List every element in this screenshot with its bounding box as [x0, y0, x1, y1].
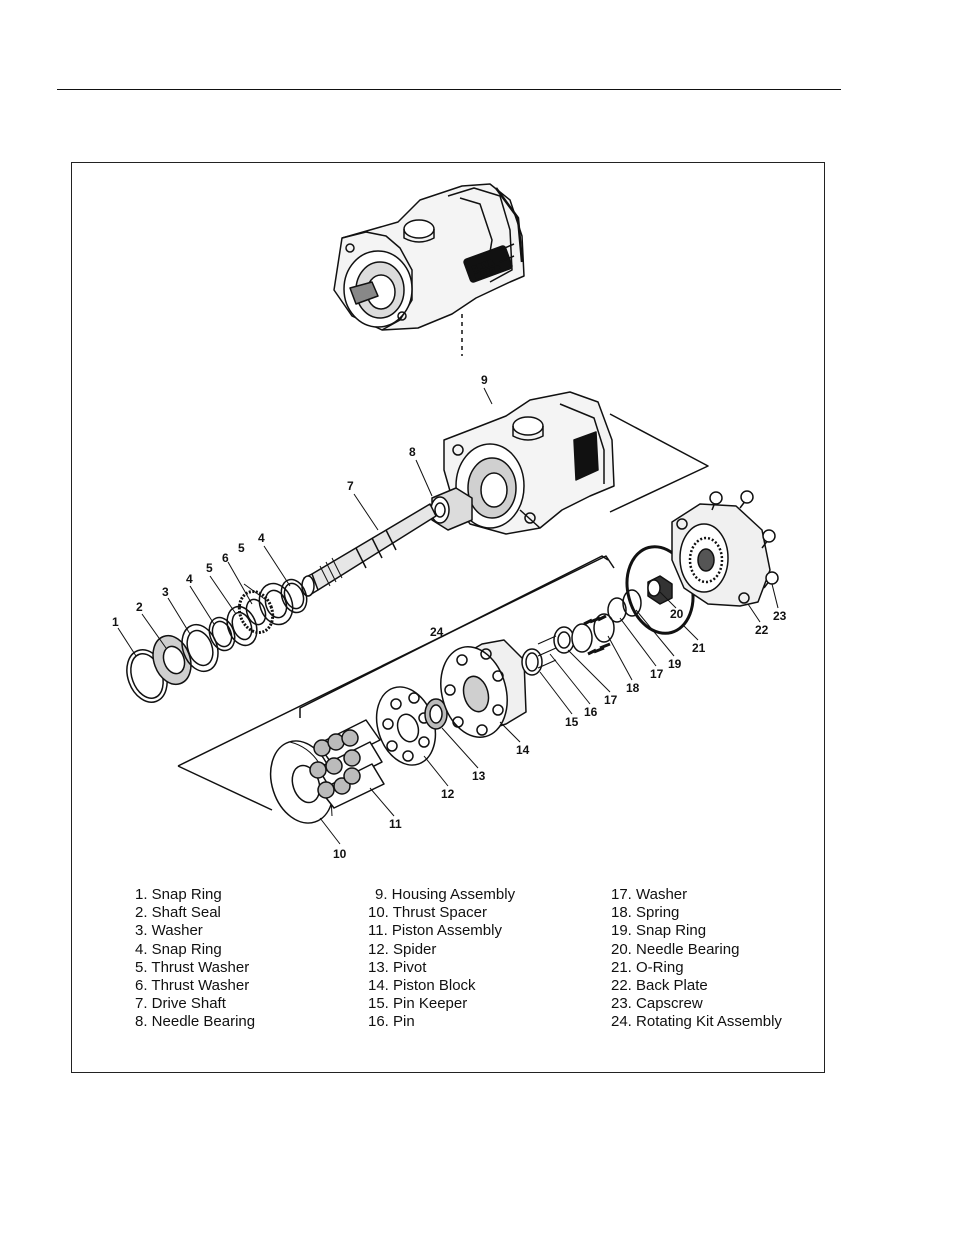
callout-13: 13	[472, 769, 486, 783]
piston-block-14	[440, 639, 527, 738]
legend-item: 10. Thrust Spacer	[368, 904, 487, 922]
rotating-kit-bracket	[177, 413, 709, 811]
callout-18: 18	[626, 681, 640, 695]
legend-item: 24. Rotating Kit Assembly	[611, 1013, 782, 1031]
exploded-view-drawing: DRIVE MOTOR	[112, 183, 787, 861]
needle-bearing-8	[430, 487, 473, 531]
needle-bearing-20	[647, 575, 673, 605]
legend-item: 16. Pin	[368, 1013, 415, 1031]
legend-column-3: 17. Washer 18. Spring 19. Snap Ring 20. …	[611, 886, 782, 1032]
pin-16	[537, 635, 557, 669]
callout-9: 9	[481, 373, 488, 387]
legend-item: 14. Piston Block	[368, 977, 476, 995]
callout-10: 10	[333, 847, 347, 861]
callout-11: 11	[389, 817, 402, 831]
leader-lines	[117, 387, 779, 845]
callout-17a: 17	[604, 693, 618, 707]
legend-item: 13. Pivot	[368, 958, 427, 976]
callout-6: 6	[222, 551, 229, 565]
callout-20: 20	[670, 607, 684, 621]
callout-4b: 4	[186, 572, 193, 586]
legend-item: 5. Thrust Washer	[135, 958, 250, 976]
legend-item: 21. O-Ring	[611, 958, 684, 976]
legend-item: 8. Needle Bearing	[135, 1013, 256, 1031]
rotating-kit-brace	[299, 555, 609, 718]
legend-item: 1. Snap Ring	[135, 886, 222, 903]
callout-4a: 4	[258, 531, 265, 545]
callout-19: 19	[668, 657, 682, 671]
legend-item: 6. Thrust Washer	[135, 977, 250, 995]
legend-item: 17. Washer	[611, 886, 688, 903]
washer-17	[553, 626, 575, 654]
legend-item: 3. Washer	[135, 922, 203, 940]
callout-8: 8	[409, 445, 416, 459]
callout-23: 23	[773, 609, 787, 623]
callout-14: 14	[516, 743, 530, 757]
callout-5b: 5	[206, 561, 213, 575]
legend-item: 4. Snap Ring	[135, 940, 222, 958]
washer-17b	[607, 597, 627, 623]
callout-24: 24	[430, 625, 444, 639]
pivot-13	[424, 698, 448, 730]
piston-assembly-11	[309, 719, 385, 809]
figure-frame	[71, 162, 825, 1073]
callout-7: 7	[347, 479, 354, 493]
callout-21: 21	[692, 641, 706, 655]
legend-item: 18. Spring	[611, 904, 680, 922]
legend-item: 20. Needle Bearing	[611, 940, 740, 958]
header-rule	[57, 89, 841, 90]
callout-2: 2	[136, 600, 143, 614]
legend-item: 22. Back Plate	[611, 977, 708, 995]
callout-5a: 5	[238, 541, 245, 555]
legend-item: 9. Housing Assembly	[375, 886, 516, 903]
snap-ring-19	[622, 589, 642, 617]
housing-assembly	[443, 391, 615, 535]
callout-22: 22	[755, 623, 769, 637]
callout-1: 1	[112, 615, 119, 629]
legend-column-2: 9. Housing Assembly 10. Thrust Spacer 11…	[368, 886, 515, 1032]
back-plate-22	[671, 503, 771, 607]
spring-18	[571, 613, 615, 656]
legend-item: 19. Snap Ring	[611, 922, 707, 940]
legend-item: 7. Drive Shaft	[135, 995, 226, 1013]
drive-shaft-7	[301, 503, 437, 597]
legend-column-1: 1. Snap Ring 2. Shaft Seal 3. Washer 4. …	[135, 886, 255, 1032]
assembled-motor	[333, 183, 525, 331]
callout-17b: 17	[650, 667, 664, 681]
callout-12: 12	[441, 787, 455, 801]
legend-item: 12. Spider	[368, 940, 437, 958]
legend-item: 15. Pin Keeper	[368, 995, 468, 1013]
callout-16: 16	[584, 705, 598, 719]
pin-keeper-15	[521, 648, 543, 676]
shaft-rings	[126, 578, 308, 703]
capscrews-23	[709, 490, 779, 589]
legend-item: 2. Shaft Seal	[135, 904, 221, 922]
legend-item: 23. Capscrew	[611, 995, 703, 1013]
callout-3: 3	[162, 585, 169, 599]
legend-item: 11. Piston Assembly	[368, 922, 502, 940]
callout-15: 15	[565, 715, 579, 729]
